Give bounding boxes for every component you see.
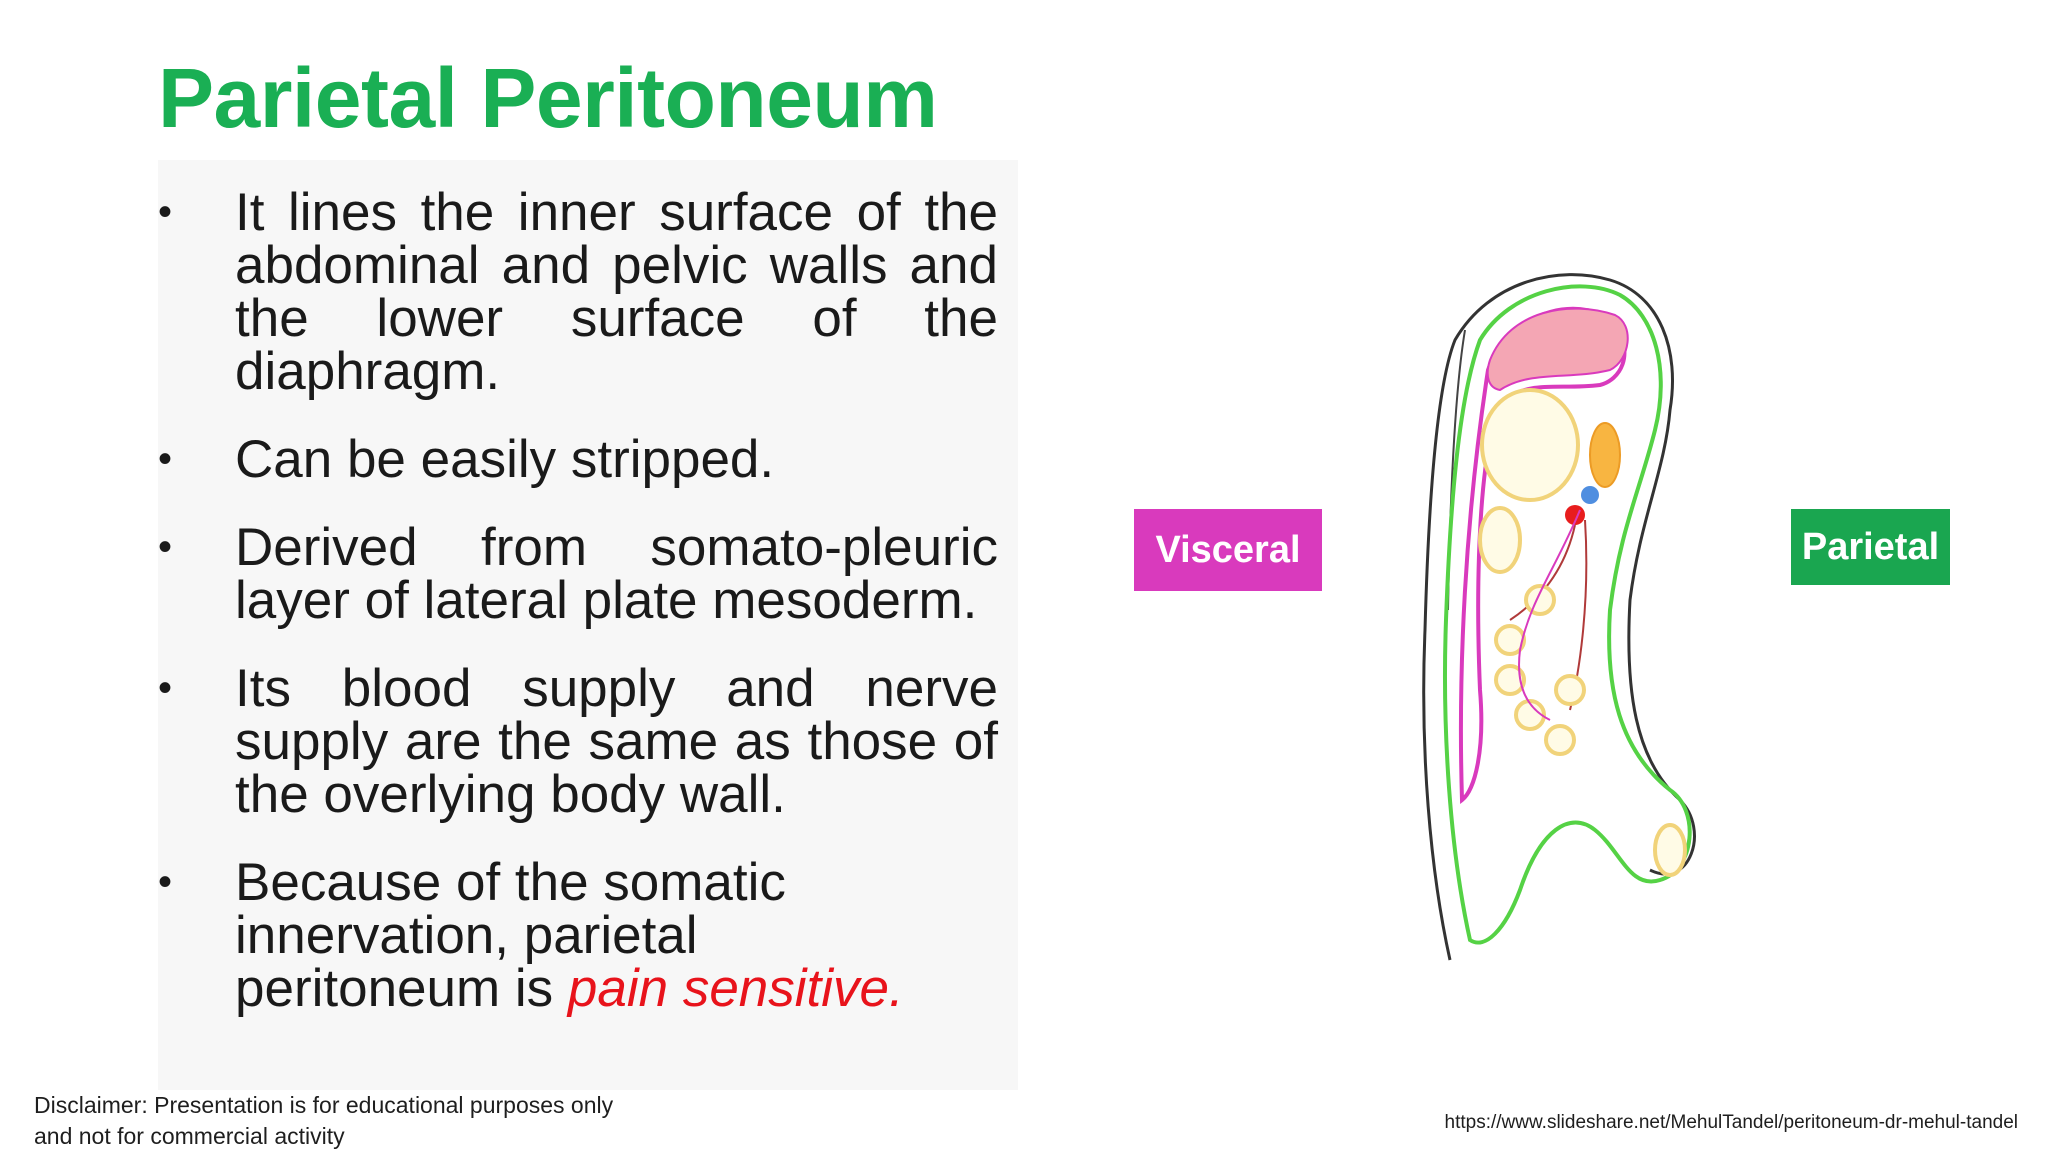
transverse-colon [1478,506,1522,574]
intestine-loop [1554,674,1586,706]
bullet-dot: • [158,666,173,710]
bullet-text: Its blood supply and nerve supply are th… [235,659,998,824]
parietal-layer-path [1443,284,1692,945]
bullet-list: • It lines the inner surface of the abdo… [158,186,998,1050]
intestine-loop [1494,664,1526,696]
stomach-shape [1480,388,1580,502]
body-wall-outline [1422,273,1696,961]
bullet-item: • Can be easily stripped. [158,433,998,486]
bullet-item: • Because of the somatic innervation, pa… [158,856,935,1015]
disclaimer-text: Disclaimer: Presentation is for educatio… [34,1092,614,1149]
pain-sensitive-emphasis: pain sensitive. [567,959,904,1018]
intestine-loop [1524,584,1556,616]
intestine-loop [1514,699,1546,731]
visceral-label: Visceral [1134,509,1322,591]
aorta-shape [1581,486,1599,504]
parietal-label: Parietal [1791,509,1950,585]
pancreas-shape [1589,422,1621,488]
bullet-item: • Derived from somato-pleuric layer of l… [158,521,998,627]
bullet-text: Can be easily stripped. [235,430,775,489]
intestine-loop [1494,624,1526,656]
source-url: https://www.slideshare.net/MehulTandel/p… [1444,1112,2018,1133]
liver-shape [1486,307,1629,392]
text-panel [158,160,1018,1090]
bullet-dot: • [158,525,173,569]
peritoneum-sagittal-diagram [1422,273,1696,961]
bullet-dot: • [158,190,173,234]
bullet-text: Derived from somato-pleuric layer of lat… [235,518,998,630]
pelvic-organ [1653,823,1687,877]
bullet-dot: • [158,437,173,481]
bullet-dot: • [158,860,173,904]
slide-title: Parietal Peritoneum [158,51,938,145]
bullet-item: • It lines the inner surface of the abdo… [158,186,998,398]
mesentery-vessel [1509,524,1576,621]
bullet-item: • Its blood supply and nerve supply are … [158,662,998,821]
bullet-text: Because of the somatic innervation, pari… [235,853,786,1018]
visceral-layer-path [1458,306,1627,804]
intestine-loop [1544,724,1576,756]
mesentery-fold [1518,509,1581,721]
bullet-text: It lines the inner surface of the abdomi… [235,183,998,401]
